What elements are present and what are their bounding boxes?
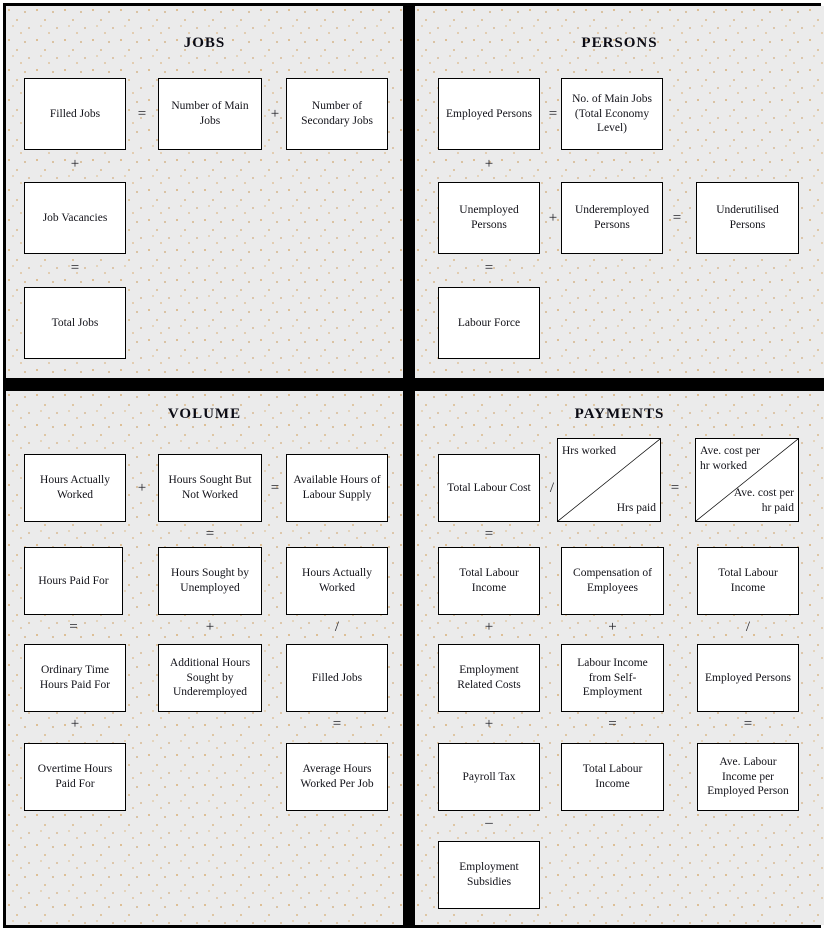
box-available-hours-of-labour-supply[interactable]: Available Hours of Labour Supply [286, 454, 388, 522]
horizontal-divider [6, 378, 824, 391]
box-number-of-main-jobs[interactable]: Number of Main Jobs [158, 78, 262, 150]
quadrant-title-payments: PAYMENTS [574, 406, 665, 422]
operator-equals: = [672, 209, 682, 226]
operator-equals: = [608, 715, 617, 732]
box-total-labour-cost[interactable]: Total Labour Cost [438, 454, 540, 522]
operator-equals: = [270, 479, 280, 496]
box-hours-actually-worked[interactable]: Hours Actually Worked [24, 454, 126, 522]
operator-minus: – [485, 814, 493, 831]
operator-equals: = [70, 259, 80, 276]
box-total-labour-income-3[interactable]: Total Labour Income [561, 743, 664, 811]
box-average-hours-worked-per-job[interactable]: Average Hours Worked Per Job [286, 743, 388, 811]
operator-plus: + [70, 155, 80, 172]
box-job-vacancies[interactable]: Job Vacancies [24, 182, 126, 254]
operator-divide: / [745, 618, 751, 635]
box-labour-income-from-self-employment[interactable]: Labour Income from Self-Employment [561, 644, 664, 712]
box-hours-actually-worked-2[interactable]: Hours Actually Worked [286, 547, 388, 615]
operator-plus: + [608, 618, 617, 635]
box-hours-sought-but-not-worked[interactable]: Hours Sought But Not Worked [158, 454, 262, 522]
box-hours-sought-by-unemployed[interactable]: Hours Sought by Unemployed [158, 547, 262, 615]
operator-plus: + [270, 105, 280, 122]
box-hrs-worked-hrs-paid[interactable]: Hrs worked Hrs paid [557, 438, 661, 522]
quadrant-title-jobs: JOBS [183, 35, 226, 51]
quadrant-persons: PERSONS Employed Persons = No. of Main J… [415, 6, 824, 378]
box-payroll-tax[interactable]: Payroll Tax [438, 743, 540, 811]
operator-equals: = [332, 715, 342, 732]
box-total-jobs[interactable]: Total Jobs [24, 287, 126, 359]
operator-plus: + [484, 155, 494, 172]
operator-divide: / [549, 479, 555, 496]
box-additional-hours-sought-by-underemployed[interactable]: Additional Hours Sought by Underemployed [158, 644, 262, 712]
vertical-divider [403, 6, 415, 925]
operator-equals: = [743, 715, 753, 732]
label-ave-cost-per-hr-worked: Ave. cost per hr worked [700, 445, 761, 472]
box-total-labour-income-1[interactable]: Total Labour Income [438, 547, 540, 615]
box-filled-jobs[interactable]: Filled Jobs [286, 644, 388, 712]
box-ave-labour-income-per-employed-person[interactable]: Ave. Labour Income per Employed Person [697, 743, 799, 811]
operator-equals: = [548, 105, 558, 122]
box-underemployed-persons[interactable]: Underemployed Persons [561, 182, 663, 254]
operator-plus: + [548, 209, 558, 226]
quadrant-volume: VOLUME Hours Actually Worked + Hours Sou… [6, 391, 403, 925]
operator-equals: = [484, 259, 494, 276]
box-ave-cost-per-hr[interactable]: Ave. cost per hr worked Ave. cost per hr… [695, 438, 799, 522]
quadrant-jobs: JOBS Filled Jobs = Number of Main Jobs +… [6, 6, 403, 378]
box-employment-subsidies[interactable]: Employment Subsidies [438, 841, 540, 909]
operator-plus: + [205, 618, 215, 635]
box-number-of-secondary-jobs[interactable]: Number of Secondary Jobs [286, 78, 388, 150]
label-hrs-paid: Hrs paid [616, 502, 656, 515]
quadrant-payments: PAYMENTS Total Labour Cost / Hrs worked … [415, 391, 824, 925]
label-hrs-worked: Hrs worked [562, 445, 616, 457]
box-compensation-of-employees[interactable]: Compensation of Employees [561, 547, 664, 615]
box-total-labour-income-2[interactable]: Total Labour Income [697, 547, 799, 615]
box-overtime-hours-paid-for[interactable]: Overtime Hours Paid For [24, 743, 126, 811]
operator-plus: + [70, 715, 80, 732]
quadrant-title-volume: VOLUME [167, 406, 242, 422]
box-no-of-main-jobs-total-economy[interactable]: No. of Main Jobs (Total Economy Level) [561, 78, 663, 150]
operator-equals: = [205, 525, 215, 542]
operator-equals: = [137, 105, 147, 122]
operator-equals: = [484, 525, 494, 542]
quadrant-title-persons: PERSONS [581, 35, 658, 51]
box-ordinary-time-hours-paid-for[interactable]: Ordinary Time Hours Paid For [24, 644, 126, 712]
operator-equals: = [670, 479, 680, 496]
label-ave-cost-per-hr-paid: Ave. cost per hr paid [733, 487, 794, 515]
box-unemployed-persons[interactable]: Unemployed Persons [438, 182, 540, 254]
operator-divide: / [334, 618, 340, 635]
operator-plus: + [137, 479, 147, 496]
box-employed-persons[interactable]: Employed Persons [697, 644, 799, 712]
box-underutilised-persons[interactable]: Underutilised Persons [696, 182, 799, 254]
box-hours-paid-for[interactable]: Hours Paid For [24, 547, 123, 615]
box-employed-persons[interactable]: Employed Persons [438, 78, 540, 150]
diagram-frame: JOBS Filled Jobs = Number of Main Jobs +… [3, 3, 824, 928]
box-employment-related-costs[interactable]: Employment Related Costs [438, 644, 540, 712]
operator-plus: + [484, 715, 494, 732]
box-filled-jobs[interactable]: Filled Jobs [24, 78, 126, 150]
box-labour-force[interactable]: Labour Force [438, 287, 540, 359]
operator-plus: + [484, 618, 494, 635]
operator-equals: = [69, 618, 78, 635]
